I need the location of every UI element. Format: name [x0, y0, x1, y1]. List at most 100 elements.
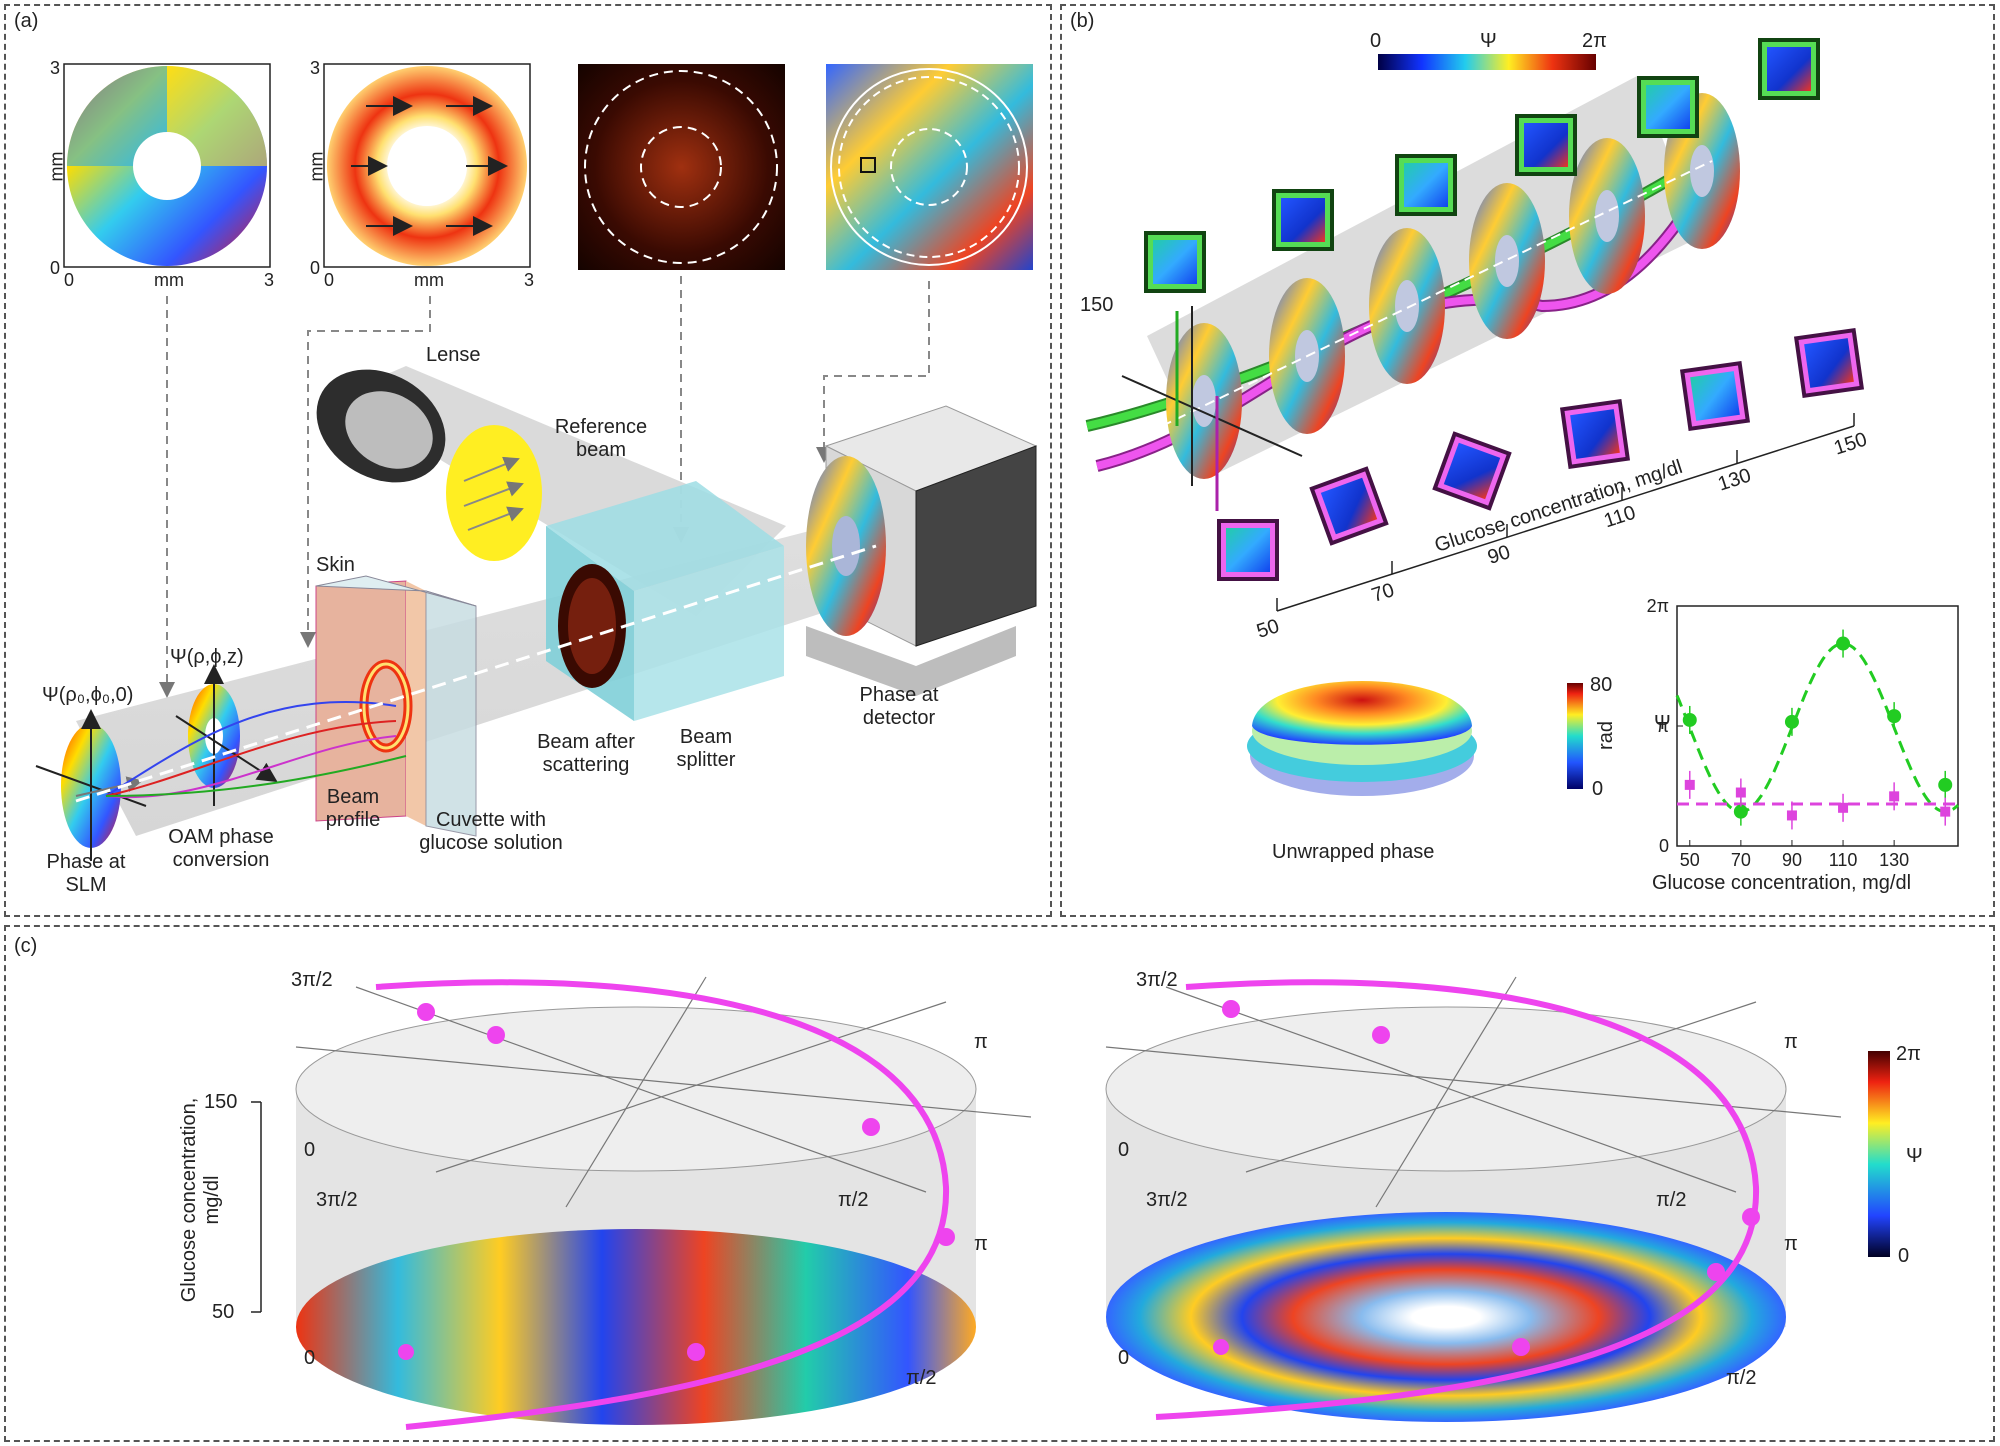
panel-c: (c)	[4, 925, 1995, 1442]
skin-and-cuvette	[315, 575, 477, 837]
data-point-green	[1887, 709, 1902, 724]
mm-axis-zero-2x: 0	[324, 270, 335, 290]
phase-disc-130	[1569, 138, 1645, 294]
x-tick-label: 110	[1829, 850, 1858, 870]
x-tick-label: 70	[1731, 850, 1751, 870]
y-tick-label: 0	[1659, 836, 1669, 856]
camera	[806, 405, 1038, 696]
chart-frame	[1676, 605, 1959, 847]
c-right-angle-bot-90: π/2	[1726, 1367, 1757, 1389]
chart-xlabel: Glucose concentration, mg/dl	[1652, 872, 1912, 894]
c-right-angle-top-180: π	[1784, 1031, 1798, 1053]
cylinder-left	[295, 976, 1032, 1430]
magenta-tile-90	[1432, 431, 1512, 511]
magenta-tile-150	[1793, 327, 1865, 399]
c-left-angle-bot-270: 3π/2	[316, 1189, 358, 1211]
mm-axis-unit-2y: mm	[306, 151, 327, 182]
slm-disc	[35, 709, 147, 861]
green-tile-150	[1758, 38, 1820, 100]
label-skin: Skin	[316, 554, 355, 576]
data-point-green	[1836, 636, 1851, 651]
mm-axis-zero-1x: 0	[64, 270, 75, 290]
c-ytick-150: 150	[204, 1091, 238, 1113]
panel-a-graphics	[35, 63, 1038, 861]
c-colorbar-max: 2π	[1896, 1043, 1921, 1065]
mm-axis-unit-1y: mm	[46, 151, 67, 182]
c-right-angle-top-0: 0	[1118, 1139, 1130, 1161]
label-psi-slm: Ψ(ρ₀,ϕ₀,0)	[42, 684, 134, 706]
green-tile-90	[1395, 154, 1457, 216]
panel-a-label: (a)	[14, 10, 39, 32]
cylinder-right	[1105, 976, 1842, 1422]
label-oam-conversion: OAM phase conversion	[168, 826, 274, 871]
magenta-tile-70	[1309, 466, 1389, 546]
unwrapped-min: 0	[1592, 778, 1604, 800]
unwrapped-max: 80	[1590, 674, 1613, 696]
y-tick-label: 2π	[1647, 596, 1669, 616]
colorbar-b-min: 0	[1370, 30, 1382, 52]
mm-axis-max-2: 3	[310, 58, 321, 78]
green-tile-70	[1272, 189, 1334, 251]
colorbar-b-symbol: Ψ	[1480, 30, 1497, 52]
label-lense: Lense	[426, 344, 481, 366]
scrambled-phase-inset	[826, 64, 1033, 270]
data-point-green	[1733, 804, 1748, 819]
c-colorbar-symbol: Ψ	[1906, 1145, 1923, 1167]
green-tile-110	[1515, 114, 1577, 176]
green-tile-50	[1144, 231, 1206, 293]
unwrapped-unit: rad	[1594, 721, 1617, 750]
mm-axis-unit-2x: mm	[414, 270, 444, 290]
magenta-tile-110	[1559, 398, 1631, 470]
mm-axis-max-2x: 3	[524, 270, 535, 290]
data-point-magenta	[1735, 787, 1746, 798]
c-right-angle-bot-0: 0	[1118, 1347, 1130, 1369]
colorbar-b-max: 2π	[1582, 30, 1607, 52]
glucose-axis	[1276, 413, 1855, 612]
panel-b: (b) 0 Ψ 2π	[1060, 4, 1995, 917]
unwrapped-label: Unwrapped phase	[1272, 841, 1435, 863]
oam-amplitude-inset	[323, 63, 531, 268]
c-colorbar-min: 0	[1898, 1245, 1910, 1267]
panel-b-colorbar	[1378, 54, 1596, 70]
mm-axis-max-1: 3	[50, 58, 61, 78]
c-right-angle-top-90: π/2	[1656, 1189, 1687, 1211]
panel-a: (a)	[4, 4, 1052, 917]
panel-b-label: (b)	[1070, 10, 1095, 32]
c-left-angle-bot-180: π	[974, 1233, 988, 1255]
slm-phase-inset	[63, 63, 271, 268]
label-phase-at-slm: Phase at SLM	[46, 851, 126, 896]
data-point-green	[1938, 777, 1953, 792]
beam-splitter-cube	[546, 481, 784, 721]
reference-wavefront	[446, 425, 542, 561]
c-left-angle-top-180: π	[974, 1031, 988, 1053]
data-point-magenta	[1889, 791, 1900, 802]
magenta-tile-130	[1679, 360, 1751, 432]
label-beam-splitter: Beam splitter	[676, 726, 736, 771]
phase-disc-90	[1369, 228, 1445, 384]
label-beam-profile: Beam profile	[325, 786, 381, 831]
phase-disc-50	[1166, 323, 1242, 479]
label-beam-after-scattering: Beam after scattering	[537, 731, 635, 776]
panel-c-graphics	[251, 976, 1890, 1430]
x-tick-label: 130	[1879, 850, 1909, 870]
label-b-left-150: 150	[1080, 294, 1114, 316]
x-tick-label: 90	[1782, 850, 1802, 870]
mm-axis-max-1x: 3	[264, 270, 275, 290]
label-phase-at-detector: Phase at detector	[859, 684, 939, 729]
data-point-green	[1682, 712, 1697, 727]
c-ylabel: Glucose concentration, mg/dl	[178, 1097, 223, 1303]
data-point-magenta	[1786, 810, 1797, 821]
label-cuvette: Cuvette with glucose solution	[419, 809, 563, 854]
label-reference-beam: Reference beam	[554, 416, 648, 461]
lens	[316, 369, 446, 483]
mm-axis-zero-1: 0	[50, 258, 61, 278]
unwrapped-colorbar	[1567, 683, 1583, 789]
c-ytick-50: 50	[212, 1301, 235, 1323]
c-left-angle-bot-90: π/2	[906, 1367, 937, 1389]
phase-disc-110	[1469, 183, 1545, 339]
panel-c-label: (c)	[14, 935, 38, 957]
chart-ylabel: Ψ	[1654, 712, 1671, 734]
mm-axis-zero-2: 0	[310, 258, 321, 278]
